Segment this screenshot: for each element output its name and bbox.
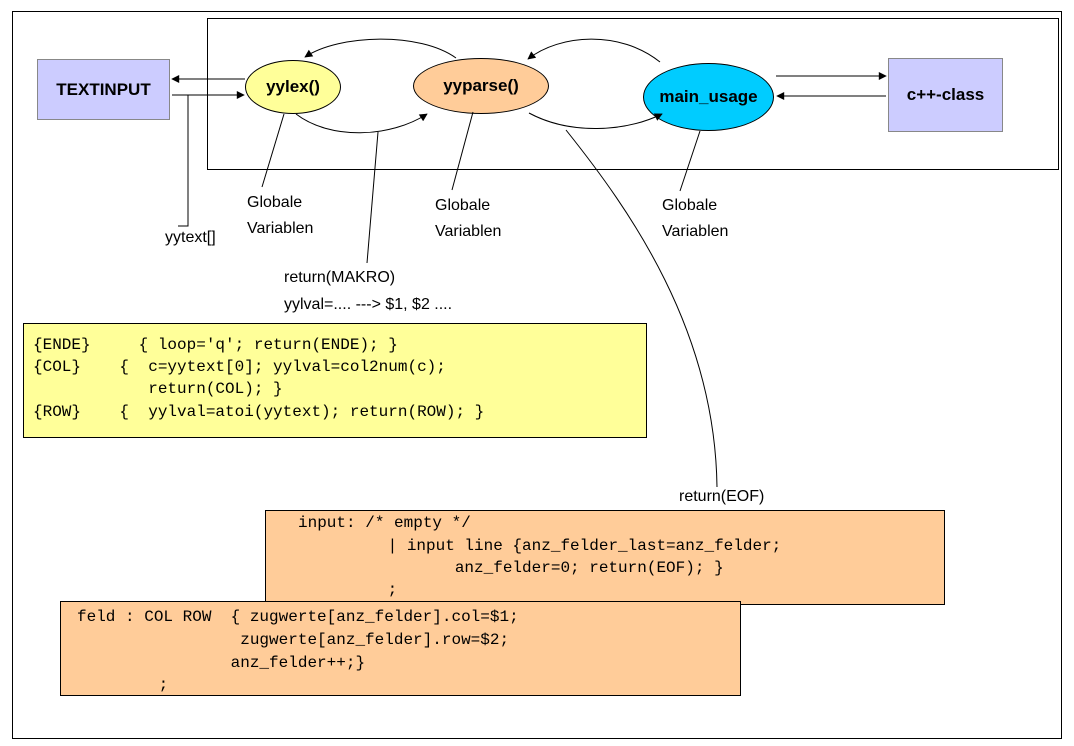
main-usage-label: main_usage [659,87,758,106]
yylex-ellipse: yylex() [245,60,341,114]
input-code-line: input: /* empty */ [298,514,471,532]
feld-code-box: feld : COL ROW { zugwerte[anz_felder].co… [60,601,741,696]
input-code-line: ; [330,581,398,599]
yyparse-ellipse: yyparse() [413,58,549,114]
cppclass-label: c++-class [906,85,985,104]
leader-globale-2 [451,111,474,191]
feld-code-line: ; [101,676,169,694]
globale-3-line2: Variablen [662,223,729,240]
globale-3-line1: Globale [662,197,718,214]
globale-2-line2: Variablen [435,223,502,240]
leader-return-makro [366,131,379,264]
cppclass-box: c++-class [888,58,1003,132]
globale-label-3: Globale Variablen [662,193,728,245]
globale-1-line2: Variablen [247,220,314,237]
lex-code-line: {COL} { c=yytext[0]; yylval=col2num(c); [33,358,446,376]
inner-frame [207,18,1059,170]
feld-code-line: zugwerte[anz_felder].row=$2; [77,631,510,649]
yytext-label: yytext[] [165,229,216,246]
input-code-line: | input line {anz_felder_last=anz_felder… [330,537,782,555]
lex-code-line: {ROW} { yylval=atoi(yytext); return(ROW)… [33,403,485,421]
feld-code-line: anz_felder++;} [77,654,366,672]
arc-main-to-yyparse [527,38,661,63]
globale-2-line1: Globale [435,197,491,214]
yytext-leader [178,95,189,227]
feld-code-line: feld : COL ROW { zugwerte[anz_felder].co… [77,608,519,626]
arc-yylex-to-yyparse [295,113,428,134]
curve-return-eof [565,129,718,488]
return-eof-label: return(EOF) [679,488,765,505]
textinput-box: TEXTINPUT [37,59,170,120]
input-code-line: anz_felder=0; return(EOF); } [330,559,724,577]
yyparse-label: yyparse() [443,76,519,95]
leader-globale-3 [679,130,701,192]
return-makro-label: return(MAKRO) [284,269,396,286]
globale-label-2: Globale Variablen [435,193,501,245]
yylex-label: yylex() [266,77,320,96]
arc-yyparse-to-main [528,112,663,129]
outer-frame [12,11,1062,739]
main-usage-ellipse: main_usage [643,63,774,131]
lex-code-line: return(COL); } [33,380,283,398]
input-code-box: input: /* empty */ | input line {anz_fel… [265,510,945,605]
leader-globale-1 [261,113,285,188]
globale-1-line1: Globale [247,194,303,211]
lex-code-box: {ENDE} { loop='q'; return(ENDE); } {COL}… [23,323,647,438]
textinput-label: TEXTINPUT [56,79,151,99]
yylval-label: yylval=.... ---> $1, $2 .... [284,296,453,313]
lex-code-line: {ENDE} { loop='q'; return(ENDE); } [33,336,398,354]
globale-label-1: Globale Variablen [247,190,313,242]
arc-yyparse-to-yylex [304,38,457,59]
